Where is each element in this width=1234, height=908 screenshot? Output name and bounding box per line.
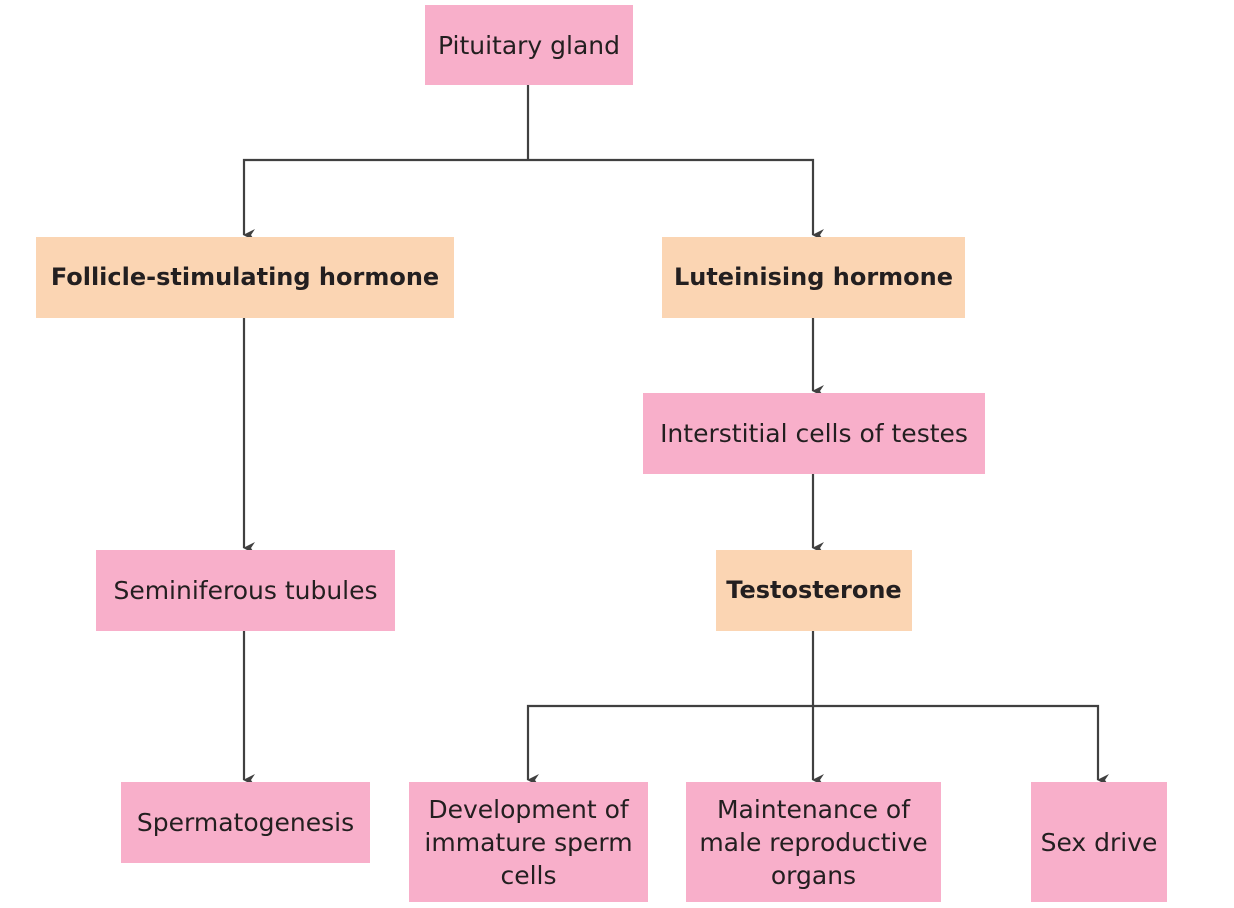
node-testosterone: Testosterone xyxy=(716,550,912,631)
node-interstitial-cells: Interstitial cells of testes xyxy=(643,393,985,474)
node-label: Testosterone xyxy=(726,576,902,604)
node-spermatogenesis: Spermatogenesis xyxy=(121,782,370,863)
connector-testosterone-to-development xyxy=(526,704,813,786)
node-follicle-stimulating-hormone: Follicle-stimulating hormone xyxy=(36,237,454,318)
node-maintenance-of-organs: Maintenance of male reproductive organs xyxy=(686,782,941,902)
node-sex-drive: Sex drive xyxy=(1031,782,1167,902)
node-label: Maintenance of male reproductive organs xyxy=(699,794,928,890)
connector-pituitary-to-fsh xyxy=(242,158,528,241)
node-label: Sex drive xyxy=(1040,827,1158,857)
node-luteinising-hormone: Luteinising hormone xyxy=(662,237,965,318)
node-seminiferous-tubules: Seminiferous tubules xyxy=(96,550,395,631)
node-label: Seminiferous tubules xyxy=(113,576,378,605)
node-label: Follicle-stimulating hormone xyxy=(50,263,440,291)
node-label: Luteinising hormone xyxy=(673,263,954,291)
node-pituitary-gland: Pituitary gland xyxy=(425,5,633,85)
node-label: Spermatogenesis xyxy=(136,808,355,837)
node-development-of-sperm-cells: Development of immature sperm cells xyxy=(409,782,648,902)
node-label: Interstitial cells of testes xyxy=(660,419,968,448)
node-label: Development of immature sperm cells xyxy=(424,794,633,890)
connector-testosterone-to-sex-drive xyxy=(813,704,1109,786)
node-label: Pituitary gland xyxy=(437,30,621,60)
connector-pituitary-to-lh xyxy=(528,158,824,241)
